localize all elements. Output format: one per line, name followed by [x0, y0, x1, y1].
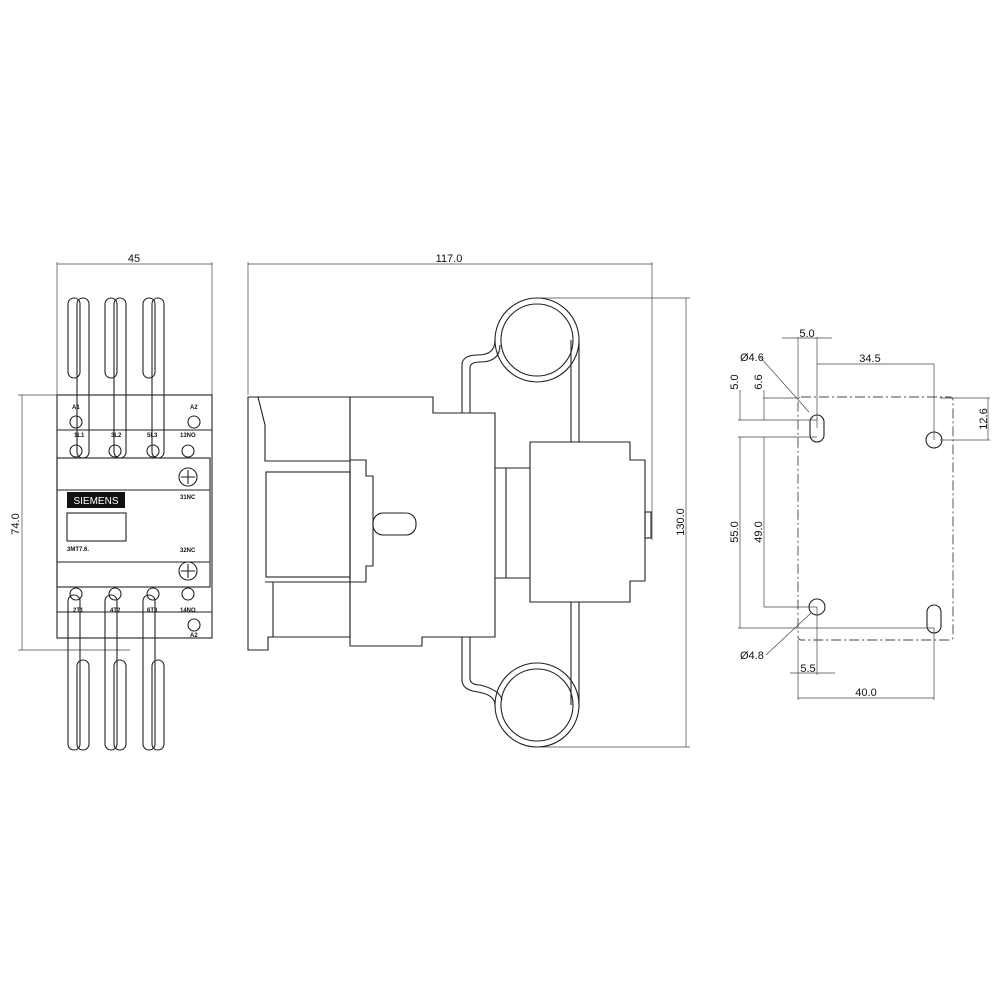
terminal-label: 4T2: [110, 608, 121, 614]
resistor-module: [529, 441, 646, 603]
terminal-label: A1: [72, 405, 80, 411]
depth-dimension: 117.0: [436, 253, 463, 265]
base-housing: [247, 396, 351, 651]
terminal-label: A2: [190, 633, 198, 639]
dim-hole-spacing-top: 34.5: [859, 353, 880, 365]
dim-v-6-6: 6.6: [753, 374, 765, 389]
terminal-label: 14NO: [180, 608, 196, 614]
dim-hole-spacing-bottom: 40.0: [855, 687, 876, 699]
height-dimension: 74.0: [10, 513, 22, 534]
plunger: [372, 512, 417, 536]
terminal-label: A2: [190, 405, 198, 411]
dim-12-6: 12.6: [978, 408, 990, 429]
siemens-logo: [67, 492, 125, 508]
model-label: 3MT7.6.: [67, 547, 89, 553]
dim-top-offset: 5.0: [799, 328, 814, 340]
discharge-resistor-coils: [67, 297, 165, 751]
width-dimension: 45: [128, 253, 140, 265]
dim-bottom-offset: 5.5: [800, 663, 815, 675]
main-housing: [349, 396, 496, 647]
terminal-label: 13NO: [180, 433, 196, 439]
terminal-label: 2T1: [73, 608, 84, 614]
label-box: [66, 512, 127, 542]
side-view: 117.0 130.0: [247, 253, 690, 748]
front-view: 45 74.0 SIEMENS 3MT7.6. A1 1L1 3L2 5L3 1…: [10, 253, 213, 751]
dim-v-55: 55.0: [729, 521, 741, 542]
front-cover: [56, 457, 211, 588]
terminal-label: 32NC: [180, 548, 196, 554]
dim-hole-dia: Ø4.8: [740, 650, 764, 662]
terminal-label: 31NC: [180, 495, 196, 501]
height-dimension: 130.0: [675, 508, 687, 536]
terminal-label: 1L1: [74, 433, 85, 439]
drilling-pattern: 5.0 34.5 Ø4.6 5.0 6.6 12.6 55.0 49.0 Ø4.…: [729, 328, 990, 700]
coil-bottom: [494, 662, 580, 748]
logo-text: SIEMENS: [73, 496, 118, 507]
terminal-label: 3L2: [111, 433, 122, 439]
outline: [797, 396, 954, 641]
dim-v-5: 5.0: [729, 374, 741, 389]
dim-v-49: 49.0: [753, 521, 765, 542]
terminal-label: 6T3: [147, 608, 158, 614]
coil-top: [494, 297, 580, 383]
dim-slot-dia: Ø4.6: [740, 352, 764, 364]
terminal-screws: [69, 415, 201, 632]
